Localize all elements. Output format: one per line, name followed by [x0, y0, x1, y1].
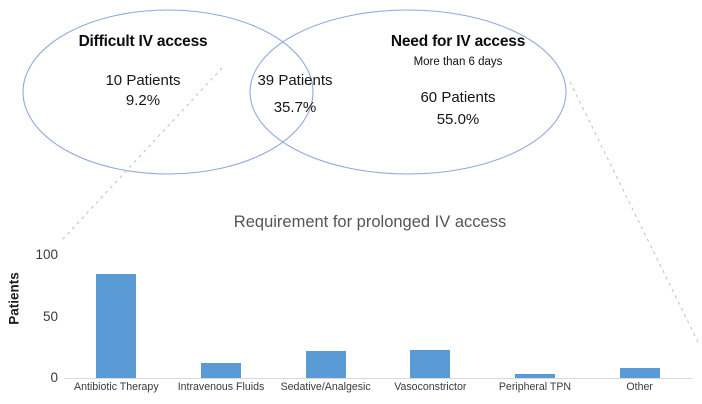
bar[interactable]	[305, 350, 346, 379]
bar-chart: Requirement for prolonged IV access Pati…	[0, 205, 702, 404]
bar[interactable]	[514, 373, 555, 379]
x-tick-label: Antibiotic Therapy	[74, 381, 159, 393]
x-tick-label: Sedative/Analgesic	[280, 381, 371, 393]
x-tick-label: Peripheral TPN	[498, 381, 572, 393]
x-tick-label: Other	[626, 381, 653, 393]
bar-slot	[273, 245, 378, 379]
y-axis-title: Patients	[6, 272, 22, 325]
x-axis-labels: Antibiotic Therapy Intravenous Fluids Seda…	[64, 381, 692, 403]
y-tick-label: 50	[42, 309, 58, 324]
venn-ellipse-left	[22, 9, 314, 175]
bar[interactable]	[200, 362, 241, 379]
bar-slot	[64, 245, 169, 379]
plot-area	[64, 245, 692, 379]
chart-title: Requirement for prolonged IV access	[233, 213, 507, 231]
bar-slot	[587, 245, 692, 379]
x-tick-label: Vasoconstrictor	[394, 381, 467, 393]
bar-slot	[483, 245, 588, 379]
x-axis-line	[64, 378, 692, 379]
bar[interactable]	[619, 368, 660, 379]
venn-ellipse-right	[249, 9, 567, 175]
bar-slot	[378, 245, 483, 379]
x-tick-label: Intravenous Fluids	[177, 381, 265, 393]
bar-slot	[169, 245, 274, 379]
bar[interactable]	[96, 274, 137, 379]
y-tick-label: 0	[50, 370, 58, 385]
bar[interactable]	[410, 349, 451, 379]
y-tick-label: 100	[35, 247, 58, 262]
